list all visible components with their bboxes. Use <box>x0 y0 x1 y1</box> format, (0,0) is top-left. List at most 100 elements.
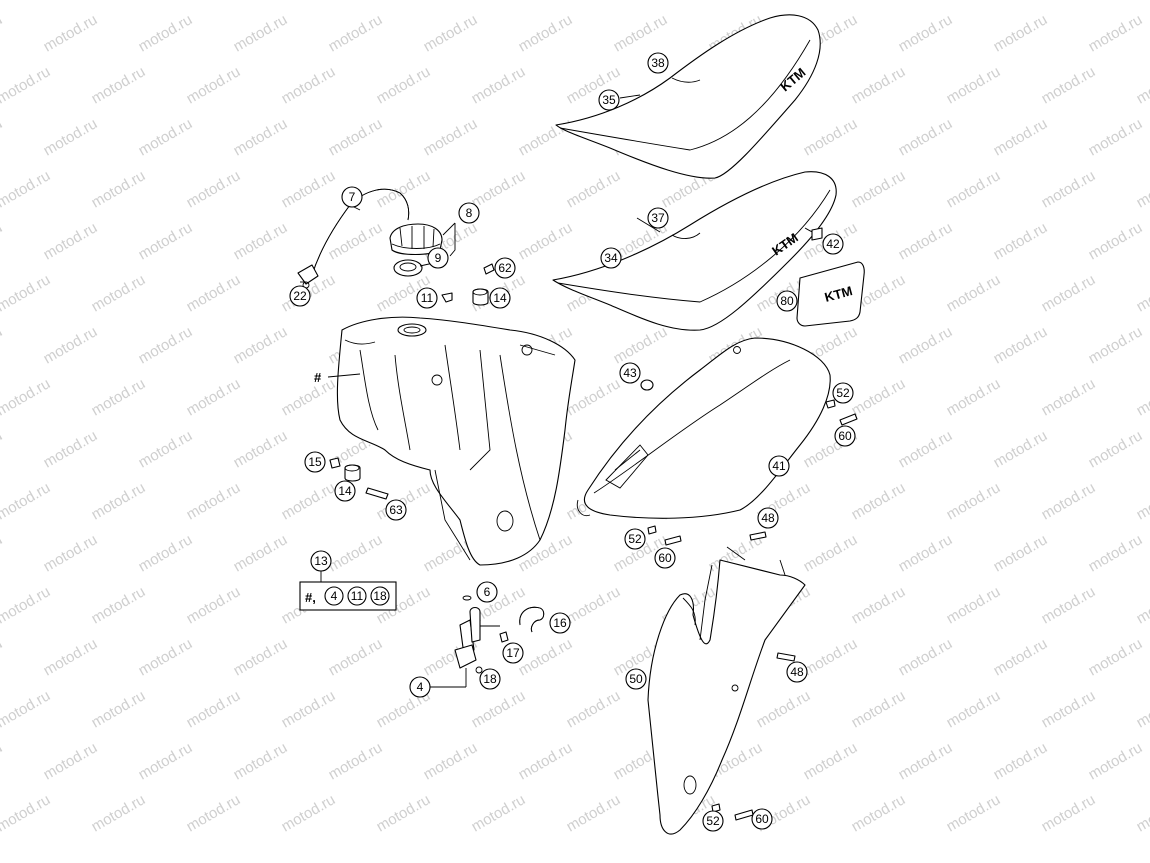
watermark-text: motod.ru <box>421 115 481 159</box>
watermark-text: motod.ru <box>279 791 339 835</box>
watermark-text: motod.ru <box>944 479 1004 523</box>
watermark-text: motod.ru <box>564 583 624 627</box>
watermark-text: motod.ru <box>564 167 624 211</box>
callout-80: 80 <box>776 290 798 312</box>
watermark-text: motod.ru <box>0 427 5 471</box>
watermark-text: motod.ru <box>184 375 244 419</box>
watermark-text: motod.ru <box>41 427 101 471</box>
watermark-text: motod.ru <box>944 791 1004 835</box>
watermark-text: motod.ru <box>1086 115 1146 159</box>
svg-text:48: 48 <box>790 665 804 679</box>
watermark-text: motod.ru <box>801 635 861 679</box>
watermark-text: motod.ru <box>374 0 434 3</box>
watermark-text: motod.ru <box>801 739 861 783</box>
watermark-text: motod.ru <box>611 323 671 367</box>
svg-text:42: 42 <box>826 237 840 251</box>
watermark-text: motod.ru <box>944 63 1004 107</box>
callout-50: 50 <box>625 668 647 690</box>
watermark-text: motod.ru <box>41 531 101 575</box>
watermark-text: motod.ru <box>516 115 576 159</box>
watermark-text: motod.ru <box>326 115 386 159</box>
callout-60a: 60 <box>834 425 856 447</box>
fuel-hose <box>499 606 545 643</box>
watermark-text: motod.ru <box>326 635 386 679</box>
svg-text:80: 80 <box>780 294 794 308</box>
svg-text:18: 18 <box>483 672 497 686</box>
watermark-text: motod.ru <box>1039 791 1099 835</box>
hardware-cluster-top <box>441 263 495 306</box>
callout-22: 22 <box>289 285 311 307</box>
watermark-text: motod.ru <box>184 687 244 731</box>
watermark-text: motod.ru <box>1134 479 1150 523</box>
watermark-text: motod.ru <box>89 375 149 419</box>
watermark-text: motod.ru <box>279 0 339 3</box>
watermark-text: motod.ru <box>374 791 434 835</box>
watermark-text: motod.ru <box>849 63 909 107</box>
watermark-text: motod.ru <box>516 739 576 783</box>
watermark-text: motod.ru <box>41 115 101 159</box>
tank-marker: # <box>314 370 322 385</box>
watermark-text: motod.ru <box>279 479 339 523</box>
watermark-text: motod.ru <box>896 219 956 263</box>
watermark-text: motod.ru <box>754 0 814 3</box>
watermark-text: motod.ru <box>0 11 5 55</box>
callout-52a: 52 <box>832 382 854 404</box>
svg-text:62: 62 <box>498 261 512 275</box>
callout-15: 15 <box>304 451 326 473</box>
watermark-text: motod.ru <box>89 63 149 107</box>
watermark-text: motod.ru <box>849 375 909 419</box>
callout-9: 9 <box>427 247 449 269</box>
watermark-text: motod.ru <box>801 531 861 575</box>
watermark-text: motod.ru <box>0 63 53 107</box>
watermark-text: motod.ru <box>41 219 101 263</box>
svg-text:11: 11 <box>421 291 434 305</box>
watermark-text: motod.ru <box>849 687 909 731</box>
callout-60c: 60 <box>751 808 773 830</box>
watermark-text: motod.ru <box>564 687 624 731</box>
svg-text:37: 37 <box>651 211 665 225</box>
watermark-text: motod.ru <box>1039 167 1099 211</box>
watermark-text: motod.ru <box>991 635 1051 679</box>
watermark-text: motod.ru <box>326 739 386 783</box>
watermark-text: motod.ru <box>991 11 1051 55</box>
svg-text:41: 41 <box>772 459 786 473</box>
watermark-text: motod.ru <box>469 791 529 835</box>
svg-text:34: 34 <box>604 251 618 265</box>
watermark-text: motod.ru <box>991 739 1051 783</box>
callout-52b: 52 <box>624 528 646 550</box>
callout-7: 7 <box>341 186 363 208</box>
watermark-text: motod.ru <box>0 687 53 731</box>
watermark-text: motod.ru <box>231 531 291 575</box>
watermark-text: motod.ru <box>184 167 244 211</box>
watermark-text: motod.ru <box>991 219 1051 263</box>
watermark-text: motod.ru <box>184 0 244 3</box>
watermark-text: motod.ru <box>516 11 576 55</box>
kit-item-18: 18 <box>373 589 387 603</box>
watermark-text: motod.ru <box>184 271 244 315</box>
watermark-text: motod.ru <box>1134 583 1150 627</box>
watermark-text: motod.ru <box>1039 271 1099 315</box>
watermark-text: motod.ru <box>611 11 671 55</box>
watermark-text: motod.ru <box>421 11 481 55</box>
kit-item-11: 11 <box>351 589 364 603</box>
callout-8: 8 <box>458 202 480 224</box>
kit-item-4: 4 <box>331 589 338 603</box>
watermark-text: motod.ru <box>469 167 529 211</box>
watermark-text: motod.ru <box>231 635 291 679</box>
watermark-text: motod.ru <box>896 115 956 159</box>
watermark-text: motod.ru <box>1039 0 1099 3</box>
watermark-text: motod.ru <box>469 0 529 3</box>
watermark-text: motod.ru <box>1134 791 1150 835</box>
watermark-text: motod.ru <box>231 115 291 159</box>
callout-13: 13 <box>310 550 332 572</box>
watermark-text: motod.ru <box>89 687 149 731</box>
watermark-text: motod.ru <box>374 63 434 107</box>
svg-text:15: 15 <box>308 455 322 469</box>
svg-text:14: 14 <box>338 484 352 498</box>
watermark-text: motod.ru <box>991 531 1051 575</box>
svg-text:48: 48 <box>761 511 775 525</box>
svg-text:52: 52 <box>836 386 850 400</box>
watermark-text: motod.ru <box>41 11 101 55</box>
watermark-text: motod.ru <box>564 791 624 835</box>
